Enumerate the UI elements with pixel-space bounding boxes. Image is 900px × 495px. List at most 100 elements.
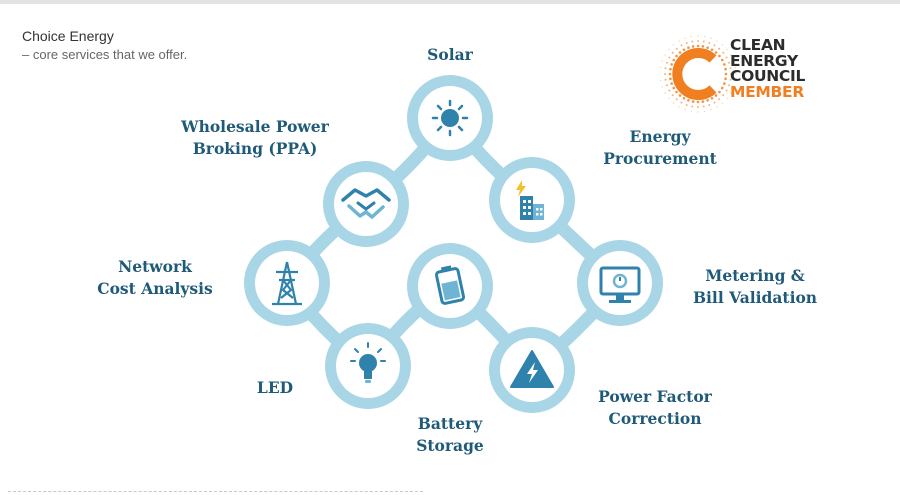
node-battery <box>407 243 493 329</box>
handshake-icon <box>341 188 391 219</box>
logo-ray-dot <box>726 97 728 100</box>
logo-ray-dot <box>664 54 666 56</box>
logo-line-clean: CLEAN <box>730 36 786 54</box>
logo-ray-dot <box>702 40 705 43</box>
logo-ray-dot <box>680 44 683 47</box>
logo-ray-dot <box>729 78 732 81</box>
logo-ray-dot <box>713 101 716 104</box>
logo-ray-dot <box>697 40 699 42</box>
logo-ray-dot <box>710 37 712 39</box>
node-led <box>325 323 411 409</box>
label-power-factor: Power Factor Correction <box>598 387 712 428</box>
logo-ray-dot <box>678 51 682 54</box>
logo-ray-dot <box>714 51 718 54</box>
logo-ray-dot <box>664 78 667 81</box>
label-procurement: Energy Procurement <box>603 127 717 168</box>
logo-ray-dot <box>703 35 706 38</box>
logo-ray-dot <box>671 94 674 97</box>
logo-ray-dot <box>723 63 726 66</box>
logo-ray-dot <box>665 84 668 87</box>
logo-ray-dot <box>718 90 721 94</box>
label-wholesale: Wholesale Power Broking (PPA) <box>181 117 329 158</box>
logo-ray-dot <box>718 98 721 101</box>
logo-ray-dot <box>672 102 675 104</box>
logo-ray-dot <box>725 56 728 59</box>
logo-ray-dot <box>691 105 694 108</box>
logo-line-energy: ENERGY <box>730 51 798 70</box>
node-wholesale <box>323 161 409 247</box>
logo-ray-dot <box>724 67 727 71</box>
node-solar <box>407 75 493 161</box>
node-procurement <box>489 157 575 243</box>
logo-ray-dot <box>724 77 727 81</box>
logo-ray-dot <box>697 106 699 108</box>
logo-ray-dot <box>668 56 671 59</box>
logo-ray-dot <box>685 41 688 44</box>
node-metering <box>577 240 663 326</box>
label-solar: Solar <box>427 45 473 64</box>
logo-ray-dot <box>721 44 724 46</box>
logo-ray-dot <box>730 54 732 56</box>
logo-line-member: MEMBER <box>730 82 804 101</box>
logo-ray-dot <box>684 37 686 39</box>
logo-ray-dot <box>659 73 661 75</box>
logo-ray-dot <box>714 94 718 97</box>
battery-icon <box>434 265 466 305</box>
logo-ray-dot <box>680 101 683 104</box>
logo-ray-dot <box>659 79 662 82</box>
logo-ray-dot <box>721 102 724 104</box>
logo-ray-dot <box>670 82 673 85</box>
logo-ray-dot <box>726 48 728 51</box>
label-metering: Metering & Bill Validation <box>692 266 818 307</box>
logo-ray-dot <box>696 100 700 104</box>
logo-ray-dot <box>678 94 682 97</box>
logo-ray-dot <box>691 40 694 43</box>
logo-ray-dot <box>661 60 663 62</box>
logo-ray-dot <box>675 98 678 101</box>
logo-ray-dot <box>661 86 663 88</box>
logo-ray-dot <box>669 67 672 71</box>
logo-ray-dot <box>710 96 714 100</box>
logo-ray-dot <box>668 97 670 100</box>
logo-ray-dot <box>672 58 676 62</box>
logo-wordmark: CLEAN ENERGY COUNCIL MEMBER <box>730 36 805 101</box>
logo-ray-dot <box>696 44 700 48</box>
label-led: LED <box>256 378 294 397</box>
logo-ray-dot <box>720 86 724 90</box>
sun-icon <box>431 99 469 137</box>
logo-emblem <box>659 35 737 113</box>
page-tagline: – core services that we offer. <box>22 47 188 62</box>
logo-ray-dot <box>685 104 688 107</box>
logo-ray-dot <box>687 46 690 49</box>
logo-ray-dot <box>710 48 714 52</box>
logo-ray-dot <box>691 100 695 103</box>
logo-ray-dot <box>706 46 709 49</box>
logo-ray-dot <box>730 73 732 75</box>
logo-ray-dot <box>702 105 705 108</box>
node-power-factor <box>489 327 575 413</box>
logo-ray-dot <box>659 66 662 69</box>
building-icon <box>516 180 544 220</box>
logo-ray-dot <box>668 72 672 76</box>
logo-ray-dot <box>733 60 735 62</box>
logo-ray-dot <box>716 40 718 42</box>
top-rule <box>0 0 900 4</box>
logo-ray-dot <box>675 47 678 50</box>
monitor-icon <box>599 266 641 303</box>
logo-ray-dot <box>678 40 680 42</box>
logo-ray-dot <box>724 72 728 76</box>
logo-ray-dot <box>723 82 726 85</box>
pylon-icon <box>272 261 302 306</box>
logo-ray-dot <box>672 86 676 90</box>
logo-ray-dot <box>720 58 724 62</box>
logo-ray-dot <box>722 51 725 54</box>
logo-ray-dot <box>669 77 672 81</box>
logo-ray-dot <box>697 111 699 113</box>
logo-ray-dot <box>708 104 711 107</box>
logo-ray-dot <box>718 54 721 58</box>
logo-ray-dot <box>718 47 721 50</box>
logo-ray-dot <box>668 89 671 92</box>
logo-ray-dot <box>670 63 673 66</box>
logo-ray-dot <box>733 86 735 88</box>
logo-ray-dot <box>701 45 705 48</box>
